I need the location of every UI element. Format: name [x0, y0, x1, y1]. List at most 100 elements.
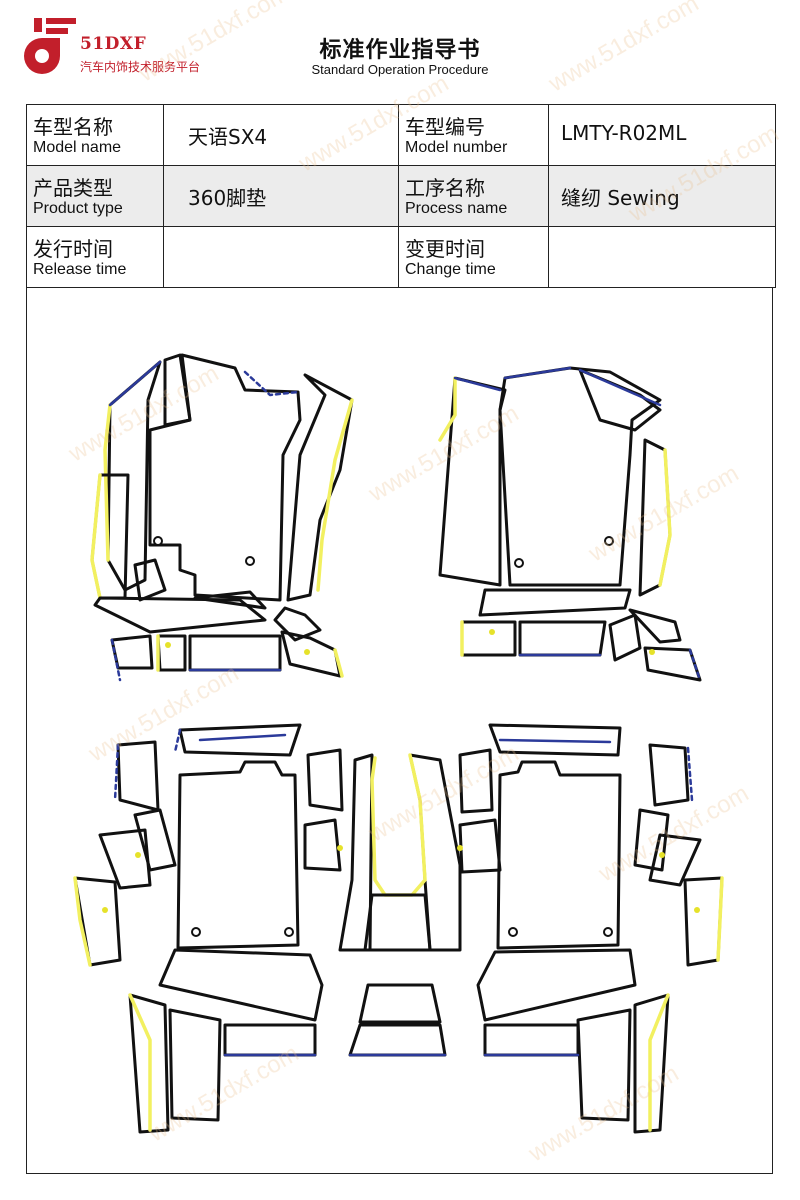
pattern-marker-dot — [659, 852, 665, 858]
pattern-piece — [98, 828, 152, 890]
pattern-piece — [628, 608, 682, 644]
pattern-piece — [483, 1023, 580, 1057]
document-subtitle: Standard Operation Procedure — [311, 62, 489, 77]
pattern-piece — [133, 558, 167, 602]
model-number-value: LMTY-R02ML — [561, 121, 687, 145]
pattern-piece — [683, 876, 724, 967]
process-name-label-cn: 工序名称 — [405, 176, 485, 200]
product-type-label-en: Product type — [33, 200, 123, 217]
model-number-label-cn: 车型编号 — [405, 115, 485, 139]
model-number-label-en: Model number — [405, 139, 508, 156]
pattern-piece — [648, 743, 690, 807]
info-row-time: 发行时间 Release time 变更时间 Change time — [26, 226, 776, 288]
pattern-piece — [348, 1023, 447, 1057]
pattern-edge-blue-dashed — [686, 746, 694, 802]
pattern-marker-dot — [649, 649, 655, 655]
brand-name: 51DXF — [80, 34, 147, 54]
pattern-hole — [191, 927, 201, 937]
brand-logo-icon — [24, 18, 76, 74]
pattern-piece — [496, 760, 622, 950]
pattern-piece — [460, 620, 517, 657]
change-time-value-cell — [548, 226, 776, 288]
process-name-value-cell: 缝纫 Sewing — [548, 165, 776, 227]
pattern-piece — [193, 590, 267, 610]
pattern-piece — [158, 948, 324, 1022]
pattern-group-rear-left — [73, 723, 462, 1134]
pattern-piece — [363, 893, 432, 952]
pattern-piece — [306, 748, 344, 812]
pattern-piece — [476, 948, 637, 1022]
pattern-edge-yellow — [370, 753, 427, 897]
change-time-label-cell: 变更时间 Change time — [398, 226, 549, 288]
pattern-edge-blue — [498, 738, 612, 744]
pattern-drawing-frame — [26, 287, 773, 1174]
info-row-model: 车型名称 Model name 天语SX4 车型编号 Model number … — [26, 104, 776, 166]
product-type-value-cell: 360脚垫 — [163, 165, 399, 227]
pattern-piece — [303, 818, 342, 872]
pattern-edge-yellow — [73, 876, 92, 967]
pattern-marker-dot — [165, 642, 171, 648]
pattern-edge-yellow — [90, 473, 102, 600]
pattern-hole — [514, 558, 524, 568]
pattern-edge-yellow — [128, 993, 152, 1132]
pattern-piece — [518, 620, 607, 657]
info-table: 车型名称 Model name 天语SX4 车型编号 Model number … — [26, 104, 776, 288]
pattern-edge-blue-dashed — [173, 728, 182, 754]
pattern-piece — [633, 993, 670, 1134]
header: 51DXF 汽车内饰技术服务平台 标准作业指导书 Standard Operat… — [0, 0, 800, 100]
pattern-group-front-right — [438, 366, 702, 682]
pattern-edge-yellow — [716, 876, 724, 962]
pattern-edge-yellow — [316, 398, 354, 592]
model-name-value: 天语SX4 — [188, 125, 268, 149]
pattern-piece — [188, 634, 282, 672]
pattern-hole — [284, 927, 294, 937]
pattern-piece — [273, 606, 322, 642]
pattern-piece — [156, 634, 187, 672]
pattern-piece — [633, 808, 670, 872]
pattern-piece — [643, 646, 702, 682]
pattern-piece — [498, 366, 662, 587]
change-time-label-cn: 变更时间 — [405, 237, 485, 261]
pattern-edge-blue-dashed — [688, 648, 702, 682]
product-type-value: 360脚垫 — [188, 186, 267, 210]
brand-subtitle: 汽车内饰技术服务平台 — [80, 60, 201, 74]
pattern-piece — [223, 1023, 317, 1057]
pattern-piece — [176, 760, 300, 950]
pattern-edge-blue-dashed — [243, 370, 300, 397]
document-title: 标准作业指导书 — [319, 38, 481, 63]
pattern-piece — [488, 723, 622, 757]
pattern-piece — [608, 613, 642, 662]
pattern-edge-yellow — [333, 648, 344, 678]
process-name-label-en: Process name — [405, 200, 508, 217]
pattern-edge-blue — [453, 376, 502, 392]
pattern-edge-yellow — [658, 448, 672, 587]
pattern-piece — [178, 723, 302, 757]
pattern-piece — [168, 1008, 222, 1122]
pattern-piece — [133, 808, 177, 872]
pattern-hole — [603, 927, 613, 937]
release-time-value-cell — [163, 226, 399, 288]
process-name-label-cell: 工序名称 Process name — [398, 165, 549, 227]
pattern-marker-dot — [457, 845, 463, 851]
pattern-group-center — [348, 983, 447, 1057]
pattern-edge-blue — [108, 360, 162, 407]
model-name-label-cn: 车型名称 — [33, 115, 113, 139]
pattern-edge-blue — [198, 733, 287, 742]
pattern-piece — [478, 588, 632, 617]
pattern-edge-yellow — [648, 993, 670, 1132]
pattern-piece — [458, 818, 502, 874]
pattern-piece — [576, 1008, 632, 1122]
pattern-hole — [153, 536, 163, 546]
pattern-hole — [604, 536, 614, 546]
pattern-edge-yellow — [438, 376, 457, 442]
pattern-piece — [280, 630, 342, 678]
pattern-hole — [508, 927, 518, 937]
pattern-group-rear-right — [457, 723, 724, 1134]
pattern-piece — [116, 740, 160, 812]
change-time-label-en: Change time — [405, 261, 496, 278]
pattern-piece — [338, 753, 374, 952]
pattern-group-front-left — [90, 353, 354, 682]
pattern-piece — [648, 833, 702, 887]
product-type-label-cell: 产品类型 Product type — [26, 165, 164, 227]
